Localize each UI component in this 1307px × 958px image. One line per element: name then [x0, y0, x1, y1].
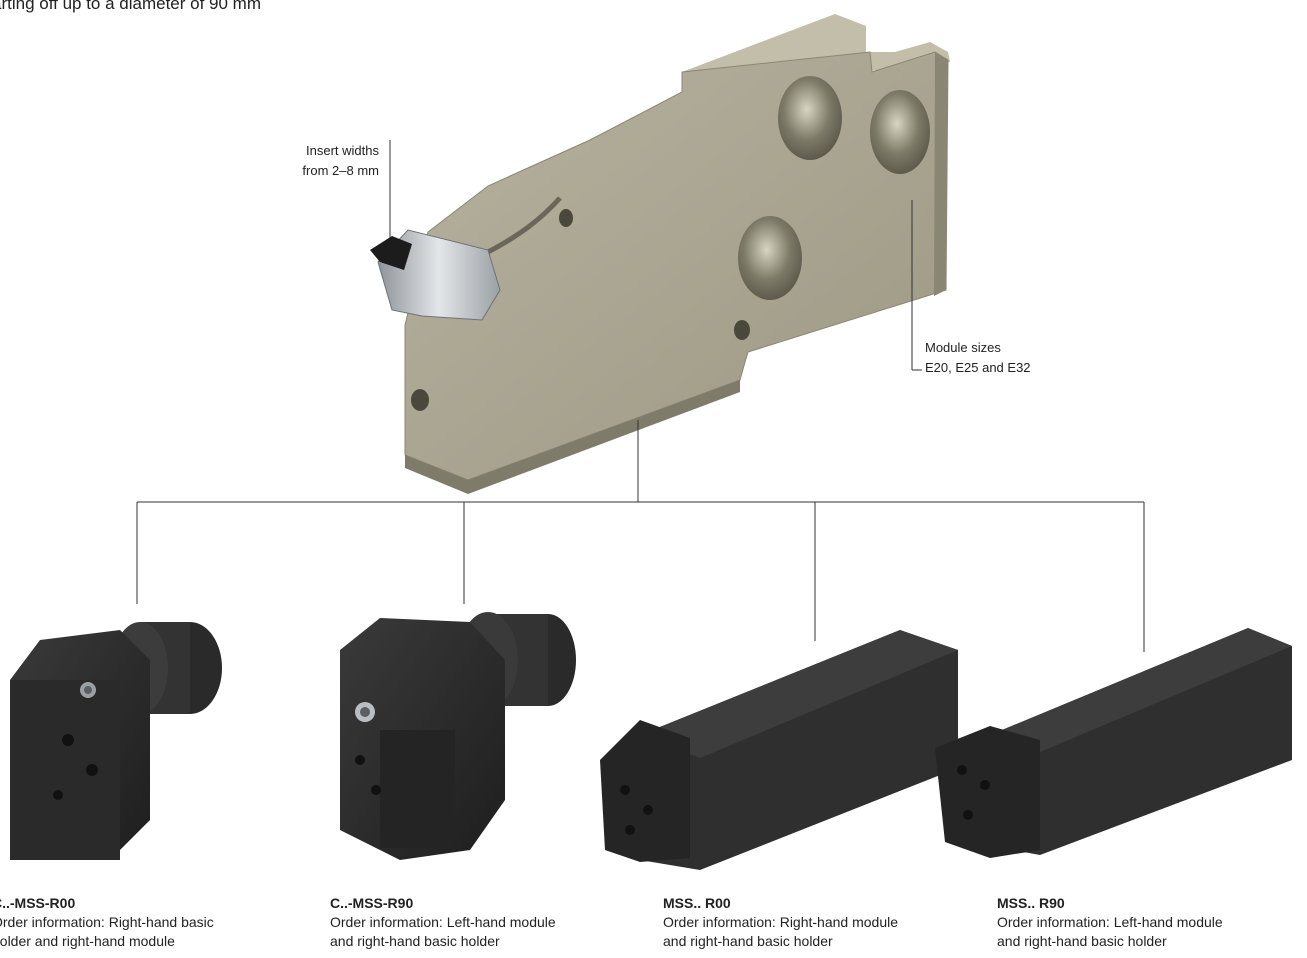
product-caption: C..-MSS-R00 Order information: Right-han… — [0, 894, 292, 951]
callout-line: Insert widths — [306, 143, 379, 158]
holder-mss-r90 — [935, 628, 1292, 858]
product-order-info: and right-hand basic holder — [663, 933, 833, 949]
product-code: MSS.. R00 — [663, 895, 731, 911]
callout-line: from 2–8 mm — [302, 163, 379, 178]
screw-hole — [870, 90, 930, 174]
module-size-callout: Module sizes E20, E25 and E32 — [925, 338, 1031, 378]
insert-width-callout: Insert widths from 2–8 mm — [262, 141, 379, 181]
product-caption: MSS.. R90 Order information: Left-hand m… — [997, 894, 1297, 951]
product-order-info: Order information: Right-hand module — [663, 914, 899, 930]
product-order-info: holder and right-hand module — [0, 933, 175, 949]
product-caption: C..-MSS-R90 Order information: Left-hand… — [330, 894, 630, 951]
notch-hole — [734, 320, 750, 340]
product-order-info: and right-hand basic holder — [330, 933, 500, 949]
product-caption: MSS.. R00 Order information: Right-hand … — [663, 894, 963, 951]
connector-tree — [136, 420, 1145, 652]
product-code: C..-MSS-R90 — [330, 895, 414, 911]
product-code: MSS.. R90 — [997, 895, 1065, 911]
page-heading: arting off up to a diameter of 90 mm — [0, 0, 261, 13]
small-hole — [411, 389, 429, 411]
product-order-info: Order information: Left-hand module — [330, 914, 556, 930]
screw-hole — [778, 76, 842, 160]
holder-c-mss-r00 — [10, 622, 222, 860]
product-order-info: Order information: Right-hand basic — [0, 914, 214, 930]
callout-line: Module sizes — [925, 340, 1001, 355]
callout-line: E20, E25 and E32 — [925, 360, 1031, 375]
holder-mss-r00 — [600, 630, 958, 870]
module-blade — [370, 14, 950, 494]
small-hole — [559, 209, 573, 227]
product-order-info: and right-hand basic holder — [997, 933, 1167, 949]
product-order-info: Order information: Left-hand module — [997, 914, 1223, 930]
product-code: C..-MSS-R00 — [0, 895, 76, 911]
holder-c-mss-r90 — [340, 612, 576, 860]
insert — [370, 236, 412, 270]
screw-hole — [738, 216, 802, 300]
